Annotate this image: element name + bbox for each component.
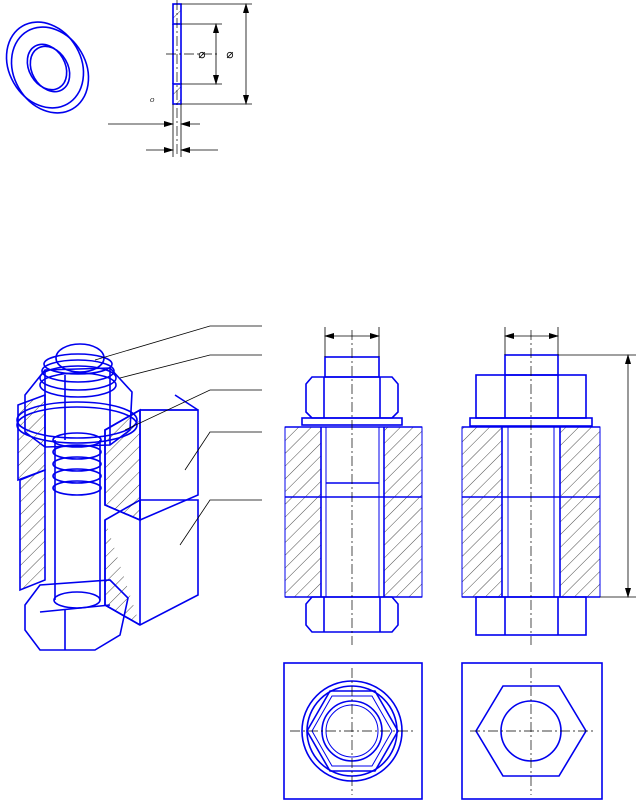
washer-section-view: ⌀ ⌀ ᴼ	[108, 0, 252, 157]
thickness-symbol: ᴼ	[150, 98, 155, 108]
inner-diameter-symbol: ⌀	[198, 47, 206, 61]
top-view-left	[283, 662, 423, 800]
front-section-view	[284, 327, 423, 645]
side-section-view	[461, 327, 636, 645]
isometric-assembly	[16, 325, 262, 651]
outer-diameter-symbol: ⌀	[226, 47, 234, 61]
washer-isometric	[5, 21, 90, 114]
top-view-right	[461, 662, 603, 800]
